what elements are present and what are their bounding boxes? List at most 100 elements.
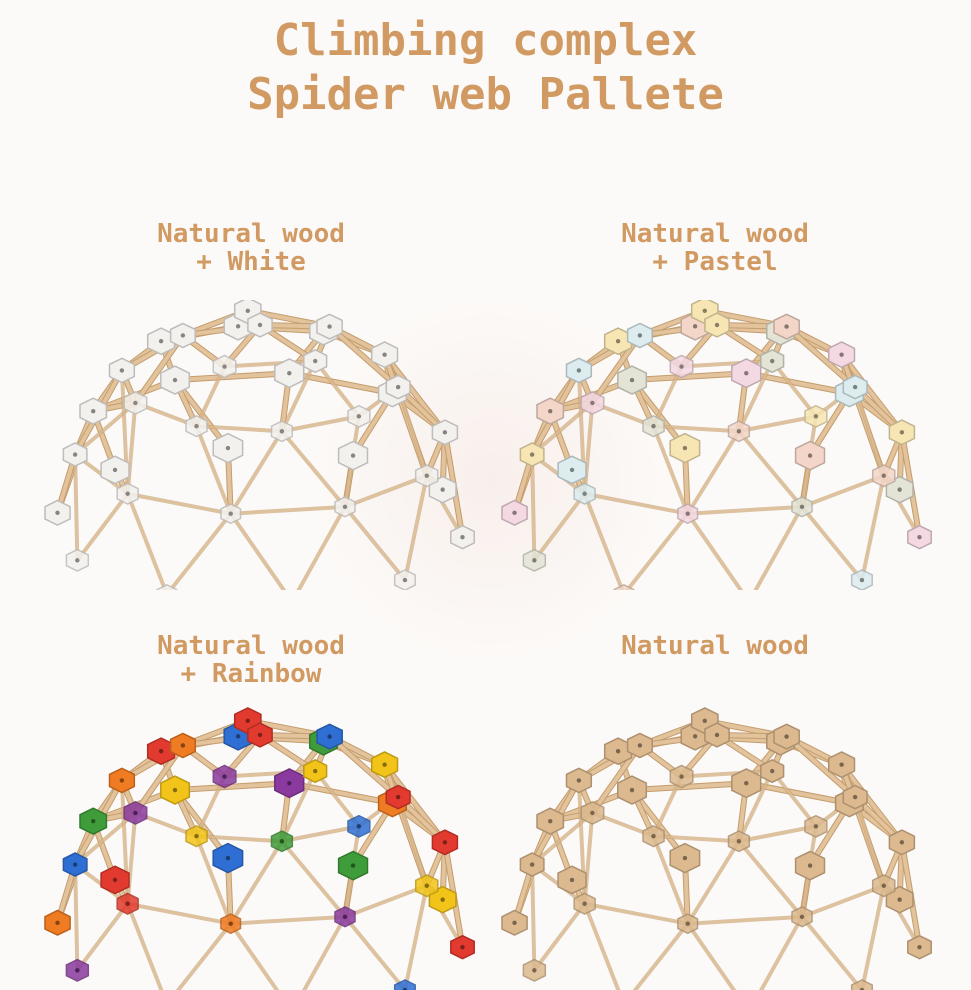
dome-rod-highlight (297, 505, 347, 590)
dome-rod (301, 914, 347, 990)
dome-rod-highlight (173, 781, 292, 793)
dome-rod-highlight (583, 902, 689, 925)
dome-rod-highlight (686, 840, 741, 925)
dome-rod (175, 921, 233, 990)
dome-connector-hole (548, 818, 553, 824)
dome-connector-hole (576, 778, 582, 783)
dome-connector-hole (125, 901, 130, 906)
dome-rod-highlight (583, 492, 624, 590)
dome-connector-hole (839, 762, 844, 767)
dome-rod-highlight (533, 902, 586, 972)
dome-rod-highlight (73, 863, 79, 972)
dome-connector-hole (813, 824, 819, 829)
dome-connector-hole (72, 452, 78, 457)
dome-connector-hole (637, 333, 643, 338)
dome-rod (758, 914, 804, 990)
dome-rod-highlight (176, 922, 232, 990)
dome-connector-hole (356, 824, 362, 829)
dome-rod-highlight (229, 512, 286, 590)
dome-connector-hole (235, 324, 241, 329)
dome-connector-hole (799, 504, 805, 510)
page-title: Climbing complex Spider web Pallete (0, 14, 971, 122)
variant-label-white: Natural wood + White (157, 219, 345, 277)
dome-rod-highlight (686, 922, 736, 990)
dome-connector-hole (651, 423, 656, 429)
dome-rod-highlight (583, 492, 689, 515)
dome-rod-highlight (770, 769, 818, 828)
dome-connector-hole (532, 968, 537, 973)
dome-rod-highlight (652, 834, 741, 843)
dome-connector-hole (576, 368, 582, 373)
dome-rod-highlight (630, 371, 749, 383)
dome-rod-highlight (737, 430, 804, 509)
dome-rod-highlight (229, 922, 279, 990)
dome-connector-hole (395, 794, 401, 800)
dome-connector-hole (685, 921, 690, 926)
dome-rod-highlight (800, 505, 864, 582)
dome-rod-highlight (195, 775, 226, 838)
dome-connector-hole (119, 778, 125, 783)
dome-connector-hole (313, 768, 318, 774)
dome-connector-hole (342, 504, 348, 510)
dome-connector-hole (569, 467, 575, 473)
dome-rod-highlight (625, 512, 689, 590)
dome-connector-hole (548, 408, 553, 414)
dome-rod-highlight (313, 769, 361, 828)
dome-connector-hole (744, 780, 749, 786)
dome-rod-highlight (652, 365, 683, 428)
dome-rod-highlight (126, 902, 232, 925)
dome-connector-hole (402, 577, 408, 583)
dome-rod-highlight (343, 505, 407, 582)
dome-rod-highlight (784, 324, 858, 390)
dome-connector-hole (350, 453, 356, 458)
dome-rod-highlight (313, 359, 361, 418)
dome-rod-highlight (800, 915, 864, 990)
dome-rod-highlight (533, 492, 586, 562)
dome-connector-hole (279, 429, 285, 434)
dome-rod (228, 921, 280, 990)
dome-connector-hole (222, 364, 227, 369)
dome-connector-hole (91, 818, 96, 824)
dome-connector-hole (899, 840, 905, 845)
dome-connector-hole (75, 968, 80, 973)
dome-rod-highlight (280, 825, 361, 843)
dome-rod-highlight (403, 884, 429, 990)
dome-rod-highlight (195, 834, 284, 843)
dome-connector-hole (287, 370, 292, 376)
dome-connector-hole (228, 921, 233, 926)
variant-label-pastel: Natural wood + Pastel (621, 219, 809, 277)
dome-connector-hole (744, 370, 749, 376)
dome-rod-highlight (343, 474, 429, 509)
dome-rod-highlight (76, 492, 129, 562)
dome-connector-hole (225, 855, 231, 861)
dome-connector-hole (327, 324, 332, 329)
dome-connector-hole (679, 774, 684, 779)
dome-connector-hole (852, 794, 858, 800)
dome-rod-highlight (530, 453, 536, 562)
dome-connector-hole (807, 863, 813, 868)
dome-connector-hole (225, 445, 231, 451)
dome-connector-hole (395, 384, 401, 390)
dome-rod-highlight (76, 902, 129, 972)
dome-rod-highlight (195, 424, 232, 515)
dome-connector-hole (917, 534, 922, 540)
title-line-2: Spider web Pallete (247, 69, 724, 120)
dome-rod-highlight (737, 359, 774, 433)
dome-connector-hole (770, 768, 775, 774)
dome-natural-illustration (501, 707, 932, 990)
dome-connector-hole (424, 883, 429, 888)
dome-rod-highlight (73, 453, 79, 562)
dome-rod-highlight (327, 324, 401, 390)
dome-rod-highlight (126, 492, 167, 590)
dome-rod (685, 921, 737, 990)
dome-rod-highlight (126, 902, 163, 990)
dome-connector-hole (356, 414, 362, 419)
dome-rod-highlight (800, 474, 886, 509)
dome-rod-highlight (195, 365, 226, 428)
dome-rod-highlight (860, 884, 886, 990)
dome-connector-hole (342, 914, 348, 920)
dome-rod-highlight (280, 840, 347, 919)
dome-rod-highlight (343, 915, 407, 990)
dome-rod-highlight (327, 734, 401, 800)
dome-connector-hole (569, 877, 575, 883)
